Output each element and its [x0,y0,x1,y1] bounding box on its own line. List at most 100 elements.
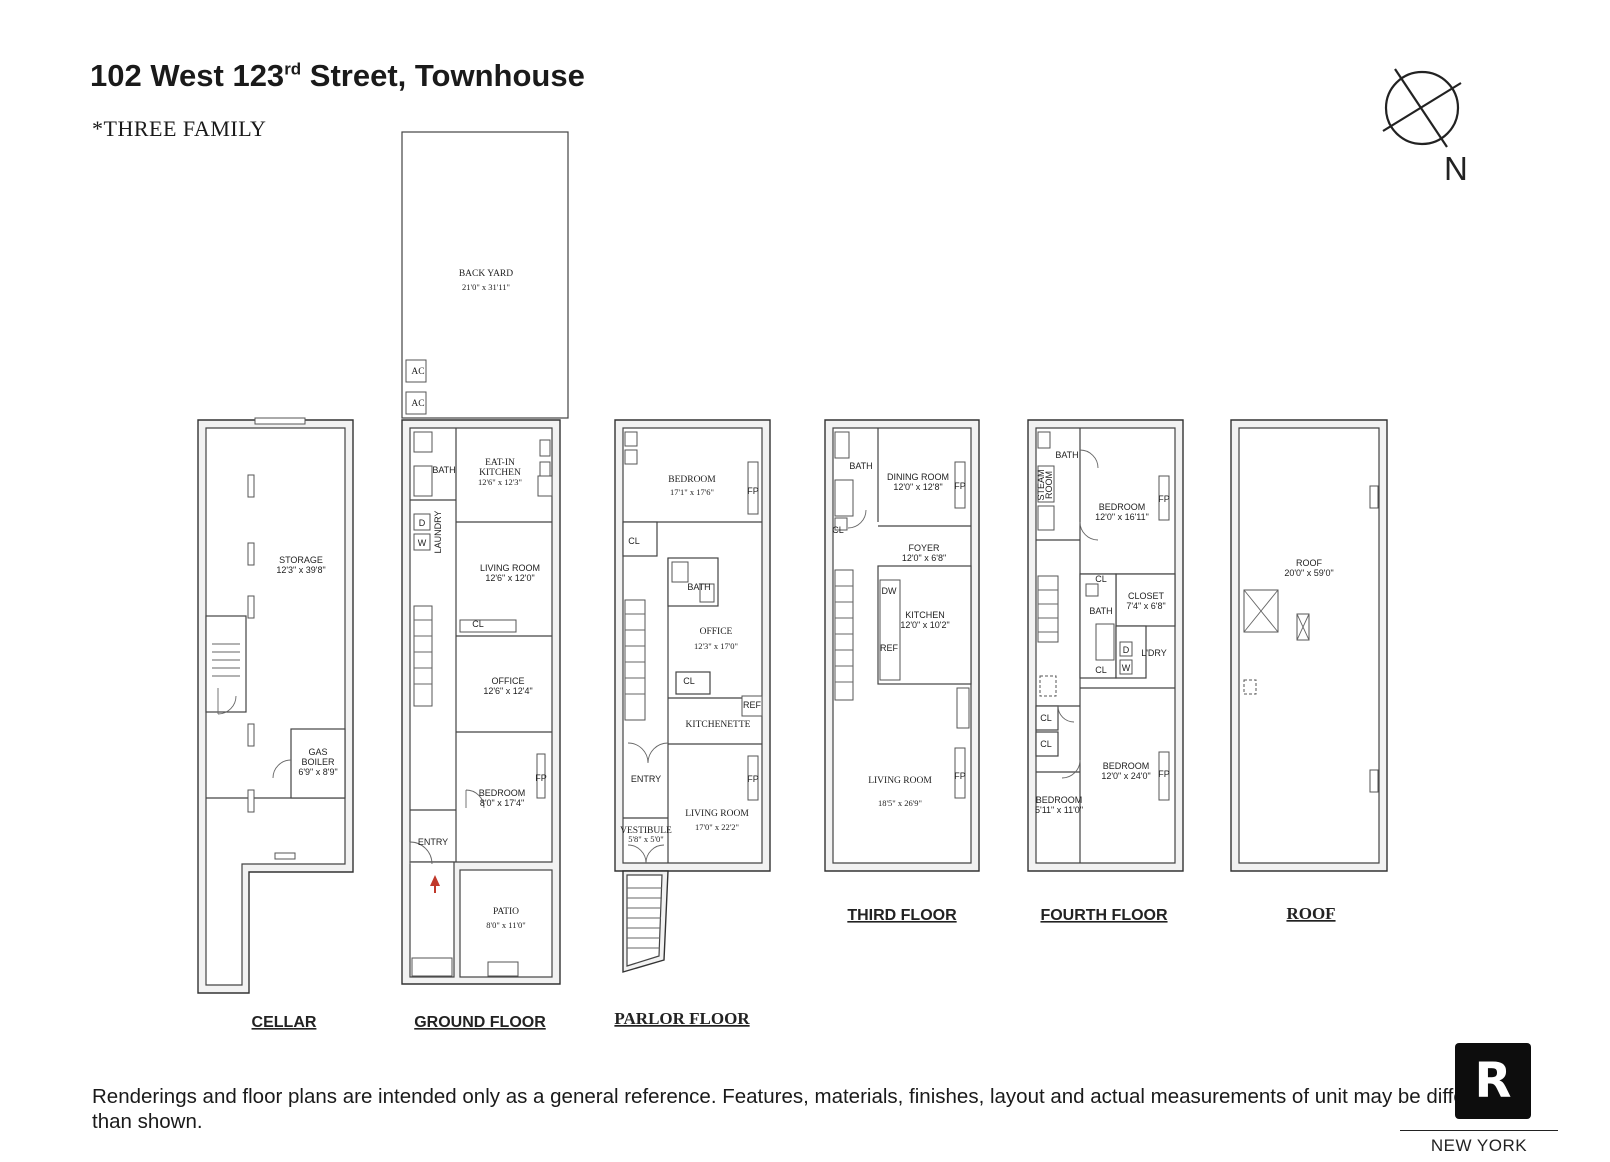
third-living-label: LIVING ROOM [868,776,932,786]
roof-title: ROOF [1286,904,1335,923]
fourth-fireplace-2: FP [1158,769,1170,779]
third-kitchen-dims: 12'0" x 10'2" [900,620,949,630]
fourth-closet-label: CLOSET [1128,591,1165,601]
ground-fireplace-label: FP [535,773,547,783]
parlor-bedroom-label: BEDROOM [668,475,716,485]
third-ref-label: REF [880,643,899,653]
disclaimer-text: Renderings and floor plans are intended … [92,1085,1501,1133]
fourth-bedroom-3-dims: 5'11" x 11'0" [1035,805,1083,815]
parlor-bedroom-dims: 17'1" x 17'6" [670,487,714,497]
fourth-bedroom-2-label: BEDROOM [1103,761,1150,771]
cellar-boiler-label-1: GAS [308,747,327,757]
fourth-floor-title: FOURTH FLOOR [1040,907,1168,924]
ground-office-label: OFFICE [492,676,525,686]
roof-plan: ROOF 20'0" x 59'0" ROOF [1230,419,1388,923]
floor-plans: STORAGE 12'3" x 39'8" GAS BOILER 6'9" x … [197,131,1388,1031]
cellar-boiler-label-2: BOILER [301,757,335,767]
third-fireplace-2: FP [954,771,966,781]
cellar-storage-label: STORAGE [279,555,323,565]
ground-ac-1: AC [411,367,424,377]
third-bath-label: BATH [849,461,872,471]
ground-floor-plan: AC AC BACK YARD 21'0" x 31'11" [401,131,569,1031]
third-fireplace-1: FP [954,481,966,491]
ground-patio-label: PATIO [493,907,519,917]
ground-dryer-label: D [419,518,426,528]
cellar-storage-dims: 12'3" x 39'8" [276,565,325,575]
ground-office-dims: 12'6" x 12'4" [483,686,532,696]
page-title: 102 West 123rd Street, Townhouse [90,58,585,93]
ground-closet-label: CL [472,619,484,629]
ground-laundry-label: LAUNDRY [433,511,443,554]
third-kitchen-label: KITCHEN [905,610,945,620]
fourth-closet-3: CL [1040,713,1052,723]
cellar-boiler-dims: 6'9" x 8'9" [298,767,337,777]
parlor-ref-label: REF [743,700,762,710]
logo-city-label: NEW YORK [1430,1136,1528,1155]
fourth-bedroom-2-dims: 12'0" x 24'0" [1101,771,1150,781]
compass-icon [1382,68,1462,148]
compass-north-label: N [1444,150,1468,187]
fourth-floor-plan: BATH STEAM ROOM BEDROOM 12'0" x 16'11" F… [1027,419,1184,924]
parlor-vestibule-dims: 5'8" x 5'0" [628,834,664,844]
parlor-closet-2: CL [683,676,695,686]
fourth-closet-dims: 7'4" x 6'8" [1126,601,1165,611]
logo-letter: R [1474,1053,1512,1109]
fourth-dryer-label: D [1123,645,1130,655]
fourth-steam-label-1: STEAM [1036,469,1046,500]
fourth-bedroom-1-label: BEDROOM [1099,502,1146,512]
fourth-closet-2: CL [1095,665,1107,675]
ground-bedroom-label: BEDROOM [479,788,526,798]
parlor-entry-label: ENTRY [631,774,661,784]
third-floor-title: THIRD FLOOR [847,907,957,924]
fourth-bath-2: BATH [1089,606,1112,616]
parlor-closet-1: CL [628,536,640,546]
page-subtitle: *THREE FAMILY [92,116,267,141]
parlor-bath-label: BATH [687,582,710,592]
parlor-office-label: OFFICE [700,627,733,637]
fourth-steam-label-2: ROOM [1044,471,1054,499]
ground-backyard-label: BACK YARD [459,269,513,279]
parlor-living-dims: 17'0" x 22'2" [695,822,739,832]
third-floor-plan: BATH CL DINING ROOM 12'0" x 12'8" FP FOY… [824,419,980,924]
logo-divider [1400,1130,1558,1131]
third-dining-dims: 12'0" x 12'8" [893,482,942,492]
fourth-bath-1: BATH [1055,450,1078,460]
third-closet-label: CL [832,525,844,535]
fourth-closet-4: CL [1040,739,1052,749]
parlor-fireplace-2: FP [747,774,759,784]
parlor-floor-title: PARLOR FLOOR [614,1009,750,1028]
third-dining-label: DINING ROOM [887,472,949,482]
third-dishwasher-label: DW [882,586,897,596]
parlor-vestibule-label: VESTIBULE [620,826,672,836]
ground-living-label: LIVING ROOM [480,563,540,573]
roof-dims: 20'0" x 59'0" [1284,568,1333,578]
parlor-living-label: LIVING ROOM [685,809,749,819]
ground-patio-dims: 8'0" x 11'0" [486,920,525,930]
ground-kitchen-label-1: EAT-IN [485,458,515,468]
ground-bath-label: BATH [432,465,455,475]
fourth-bedroom-3-label: BEDROOM [1036,795,1083,805]
brand-logo: R [1455,1043,1531,1119]
ground-backyard-dims: 21'0" x 31'11" [462,282,510,292]
ground-washer-label: W [418,538,427,548]
ground-bedroom-dims: 8'0" x 17'4" [480,798,524,808]
parlor-fireplace-1: FP [747,486,759,496]
third-living-dims: 18'5" x 26'9" [878,798,922,808]
cellar-floor-title: CELLAR [252,1014,317,1031]
fourth-washer-label: W [1122,663,1131,673]
parlor-floor-plan: BEDROOM 17'1" x 17'6" FP CL BATH OFFICE … [614,419,771,1028]
fourth-closet-1: CL [1095,574,1107,584]
third-foyer-label: FOYER [908,543,940,553]
roof-label: ROOF [1296,558,1323,568]
third-foyer-dims: 12'0" x 6'8" [902,553,946,563]
parlor-office-dims: 12'3" x 17'0" [694,641,738,651]
ground-living-dims: 12'6" x 12'0" [485,573,534,583]
ground-kitchen-label-2: KITCHEN [479,468,521,478]
ground-ac-2: AC [411,399,424,409]
fourth-fireplace-1: FP [1158,494,1170,504]
ground-floor-title: GROUND FLOOR [414,1014,546,1031]
ground-entry-label: ENTRY [418,837,448,847]
parlor-kitchenette-label: KITCHENETTE [686,720,751,730]
fourth-bedroom-1-dims: 12'0" x 16'11" [1095,512,1149,522]
fourth-laundry-label: L'DRY [1141,648,1167,658]
